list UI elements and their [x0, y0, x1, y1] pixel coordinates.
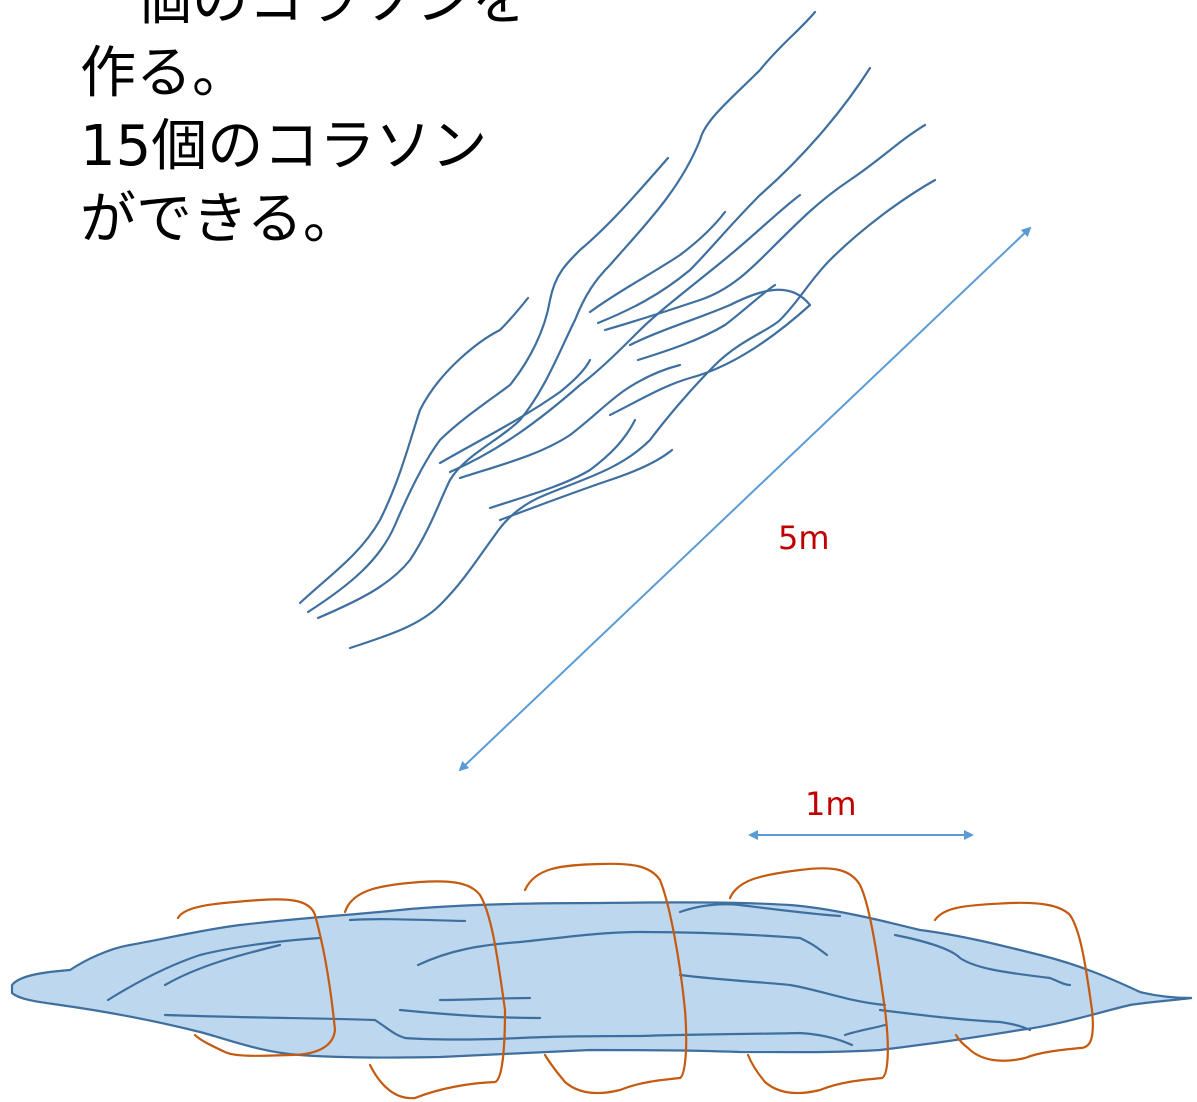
strand	[678, 973, 887, 1007]
strand	[316, 10, 817, 620]
wrap-loop	[933, 901, 1094, 1062]
strand	[878, 1008, 1032, 1032]
wrap-loop	[176, 898, 337, 1057]
strand	[438, 996, 532, 1002]
strand	[843, 1023, 887, 1037]
caption-line-4: ができる。	[80, 187, 359, 252]
strand	[588, 210, 727, 314]
strand	[163, 943, 282, 987]
strand	[163, 1013, 854, 1047]
strand	[603, 123, 927, 332]
strand	[398, 1008, 542, 1020]
caption-text: 一個のコラソンを 作る。 15個のコラソン ができる。	[80, 0, 528, 256]
strand	[488, 418, 637, 510]
loose-strands	[298, 10, 937, 650]
strand	[348, 918, 467, 923]
strand	[458, 363, 682, 480]
strand	[438, 358, 592, 465]
bundle-body	[10, 901, 1193, 1059]
wrap-loop	[523, 862, 688, 1095]
strand	[348, 178, 937, 650]
strand	[106, 936, 322, 1002]
inner-strands	[106, 903, 1072, 1047]
strand	[416, 930, 829, 967]
strand	[448, 193, 802, 474]
length-arrow	[458, 226, 1032, 772]
strand	[893, 933, 1072, 987]
caption-line-2: 作る。	[80, 41, 248, 106]
strand	[678, 903, 842, 918]
segment-label: 1m	[805, 785, 857, 823]
wrap-loop	[728, 867, 889, 1095]
caption-line-1: 一個のコラソンを	[80, 0, 528, 33]
strand	[498, 448, 674, 522]
length-label: 5m	[778, 519, 830, 557]
wrap-loop	[343, 880, 507, 1100]
caption-line-3: 15個のコラソン	[80, 114, 488, 179]
wrap-loops	[176, 862, 1094, 1100]
